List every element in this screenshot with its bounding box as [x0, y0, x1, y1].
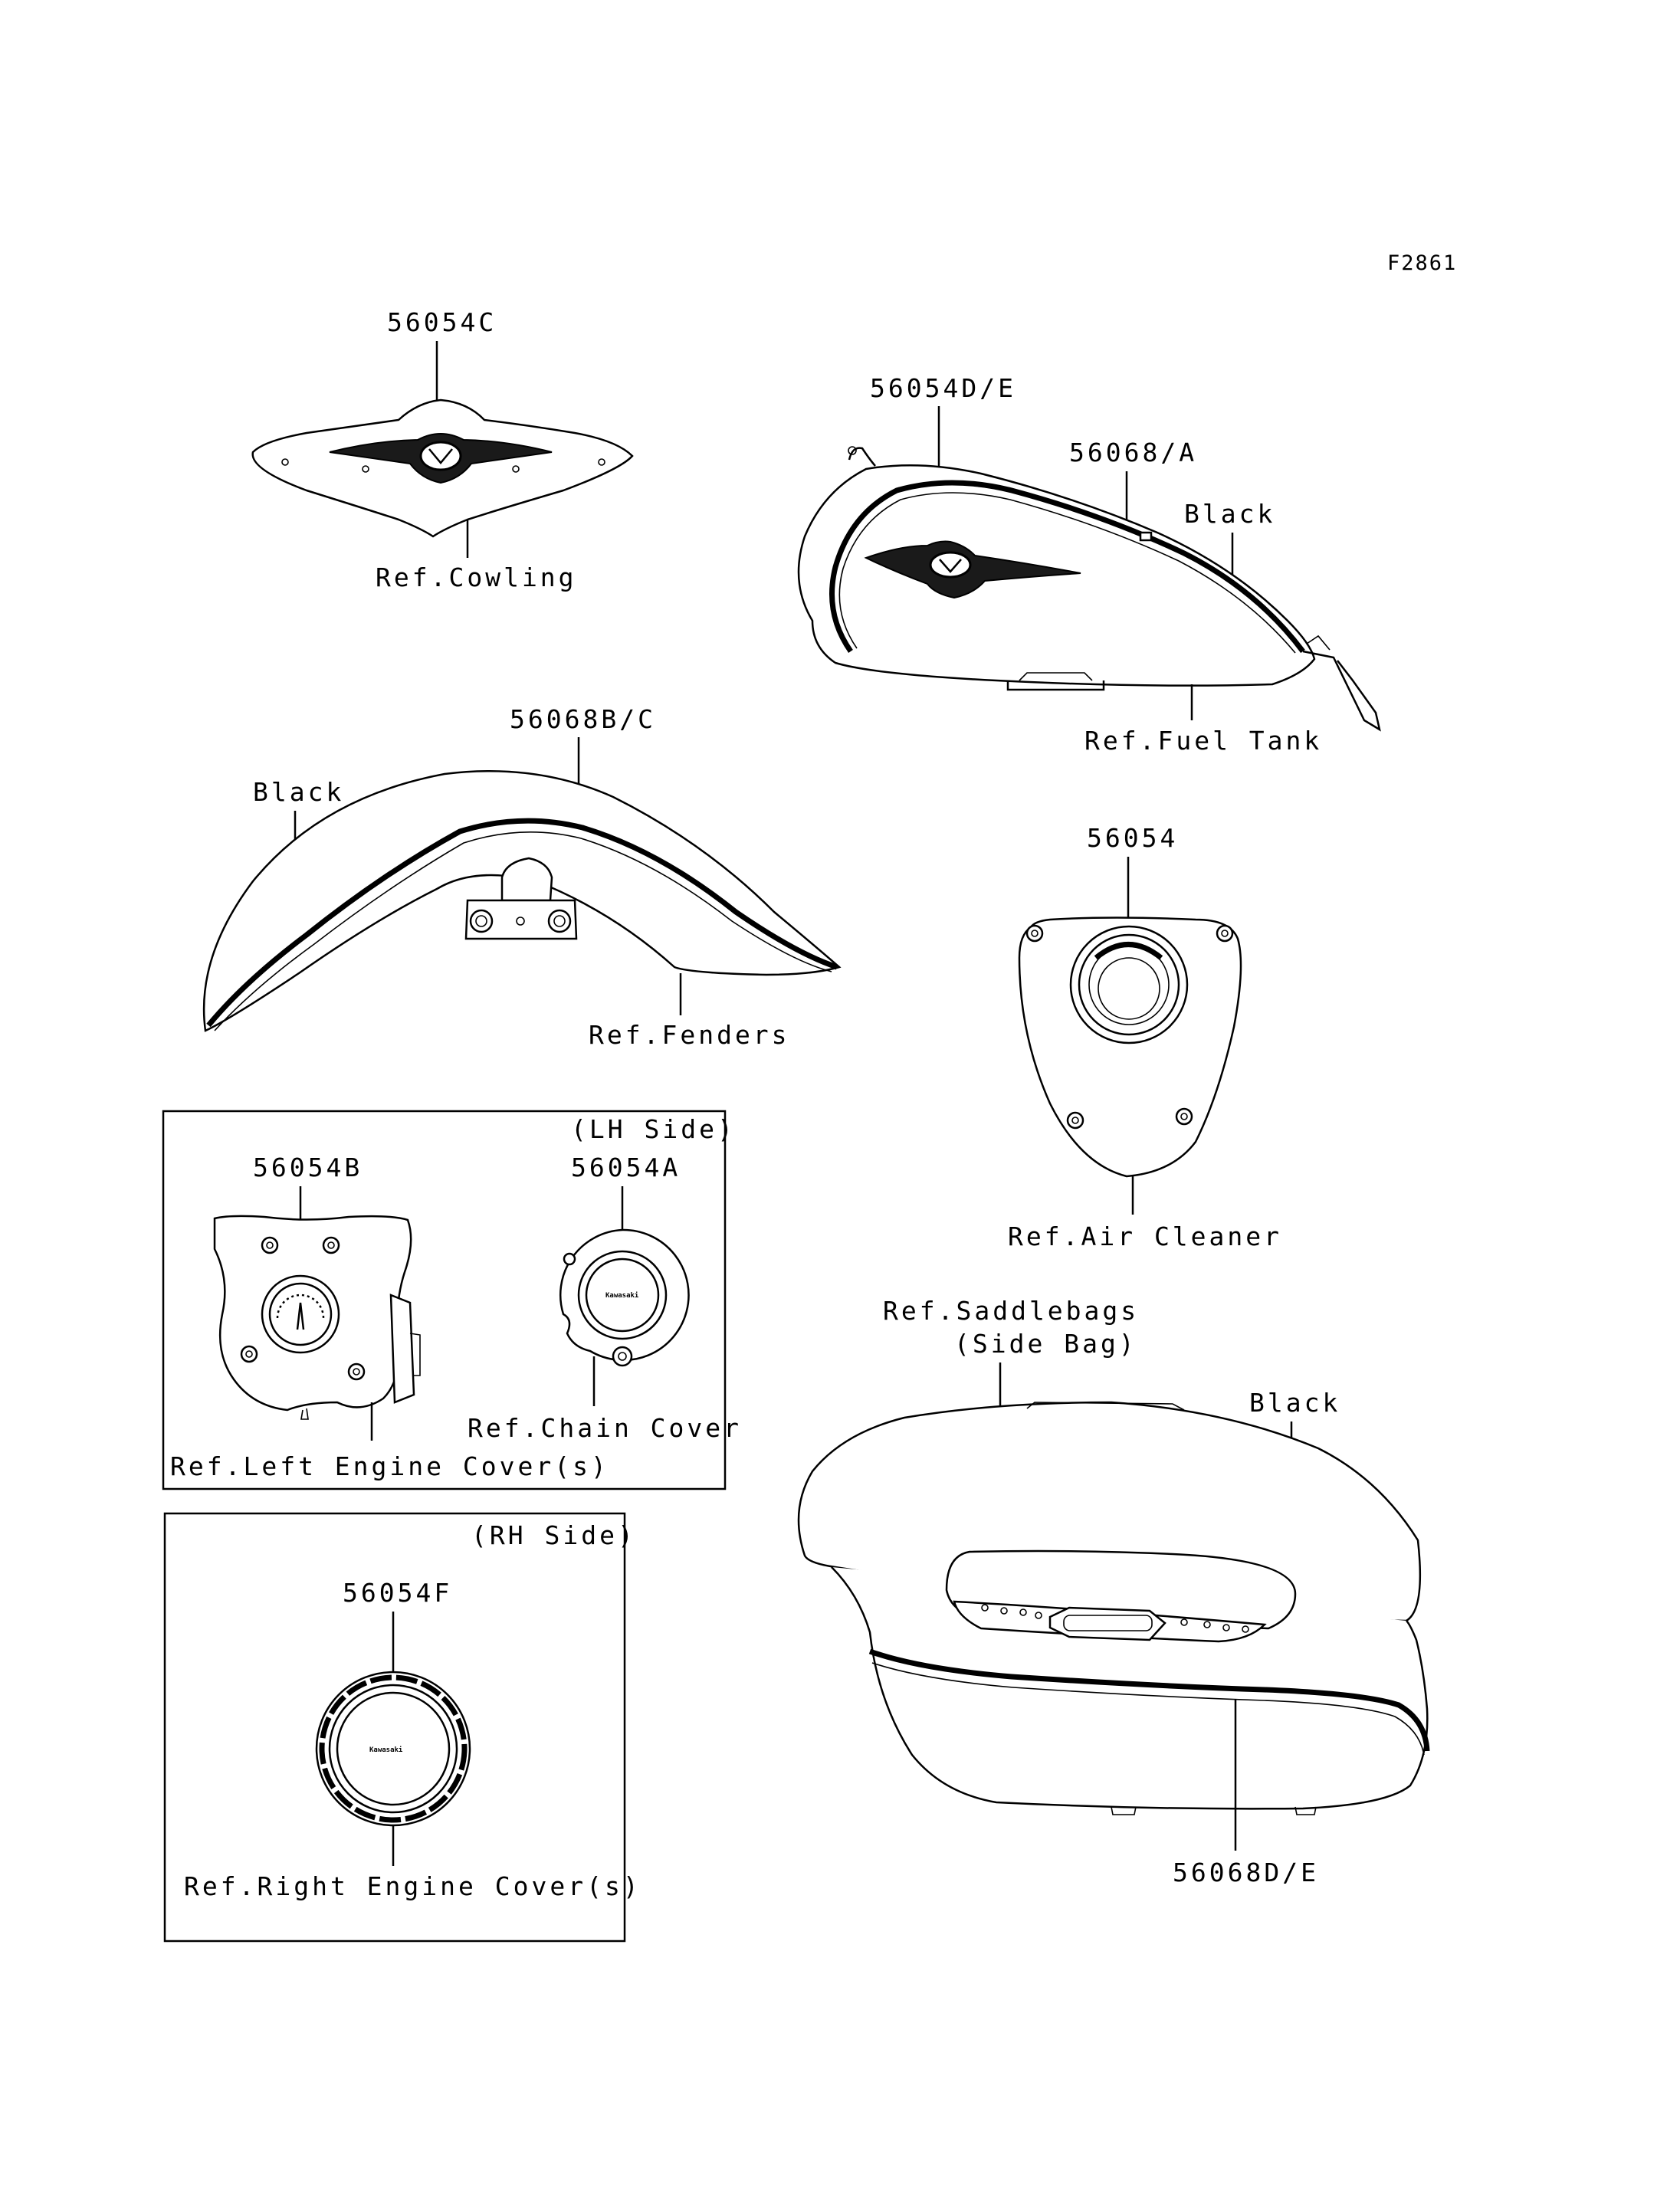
right-engine-cover-logo: Kawasaki — [369, 1746, 403, 1754]
label-left-engine-part: 56054B — [253, 1153, 363, 1182]
cowling-group: 56054C Ref.Cowling — [251, 307, 634, 592]
fuel-tank-group: 56054D/E 56068/A Black Ref.Fuel Tank — [797, 373, 1381, 756]
label-right-engine-part: 56054F — [343, 1578, 452, 1608]
label-saddlebag-ref-line1: Ref.Saddlebags — [883, 1296, 1139, 1326]
figure-code: F2861 — [1387, 251, 1457, 275]
chain-cover-logo: Kawasaki — [605, 1291, 639, 1300]
right-engine-cover-shape: Kawasaki — [315, 1671, 471, 1827]
label-left-engine-ref: Ref.Left Engine Cover(s) — [170, 1451, 609, 1481]
label-chain-ref: Ref.Chain Cover — [468, 1413, 742, 1443]
label-saddlebag-color: Black — [1249, 1388, 1340, 1418]
label-lh-side: (LH Side) — [571, 1114, 736, 1144]
label-saddlebag-ref-line2: (Side Bag) — [954, 1329, 1137, 1359]
label-tank-part: 56054D/E — [870, 373, 1016, 403]
saddlebag-group: Ref.Saddlebags (Side Bag) Black 56068D/E — [797, 1296, 1430, 1887]
label-tank-stripe-part: 56068/A — [1069, 438, 1197, 467]
label-chain-part: 56054A — [571, 1153, 681, 1182]
fender-group: 56068B/C Black Ref.Fenders — [202, 704, 842, 1050]
label-cowling-ref: Ref.Cowling — [376, 562, 577, 592]
label-tank-ref: Ref.Fuel Tank — [1084, 726, 1322, 756]
label-rh-side: (RH Side) — [471, 1520, 636, 1550]
label-cowling-part: 56054C — [387, 307, 497, 337]
label-air-cleaner-ref: Ref.Air Cleaner — [1008, 1221, 1282, 1251]
tank-wing-emblem — [864, 540, 1081, 599]
lh-side-box: (LH Side) 56054B Ref.Left Engine Cover(s… — [162, 1110, 742, 1490]
label-fender-color: Black — [253, 777, 344, 807]
label-fender-part: 56068B/C — [510, 704, 656, 734]
label-fender-ref: Ref.Fenders — [589, 1020, 790, 1050]
label-tank-color: Black — [1184, 499, 1275, 529]
label-air-cleaner-part: 56054 — [1087, 823, 1178, 853]
air-cleaner-group: 56054 Ref.Air Cleaner — [1008, 823, 1282, 1251]
label-saddlebag-part: 56068D/E — [1173, 1858, 1319, 1887]
fender-shape — [202, 770, 842, 1032]
rh-side-box: (RH Side) 56054F Kawasaki Ref.Right Engi… — [163, 1512, 641, 1943]
label-right-engine-ref: Ref.Right Engine Cover(s) — [184, 1871, 641, 1901]
